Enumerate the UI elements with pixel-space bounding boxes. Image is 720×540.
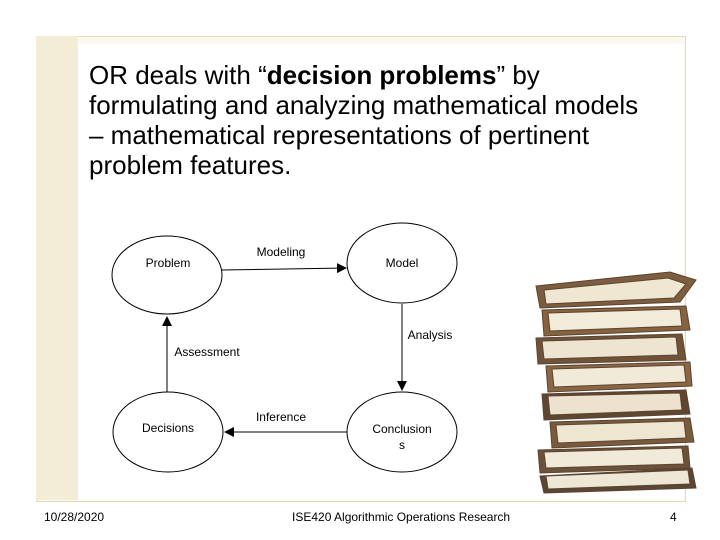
edge-inference-label: Inference	[246, 410, 316, 424]
edge-modeling-arrow	[222, 268, 346, 270]
node-decisions-label: Decisions	[130, 421, 206, 435]
footer-course: ISE420 Algorithmic Operations Research	[292, 510, 510, 524]
edge-modeling-label: Modeling	[246, 245, 316, 259]
node-problem-label: Problem	[132, 256, 204, 270]
node-model-label: Model	[366, 256, 438, 270]
footer-date: 10/28/2020	[44, 510, 104, 524]
stack-of-books-icon	[520, 262, 700, 494]
node-conclusions-label: Conclusion s	[364, 421, 440, 453]
edge-assessment-label: Assessment	[166, 345, 248, 359]
node-problem	[112, 236, 222, 314]
footer-page-number: 4	[670, 510, 677, 524]
edge-analysis-label: Analysis	[396, 328, 464, 342]
